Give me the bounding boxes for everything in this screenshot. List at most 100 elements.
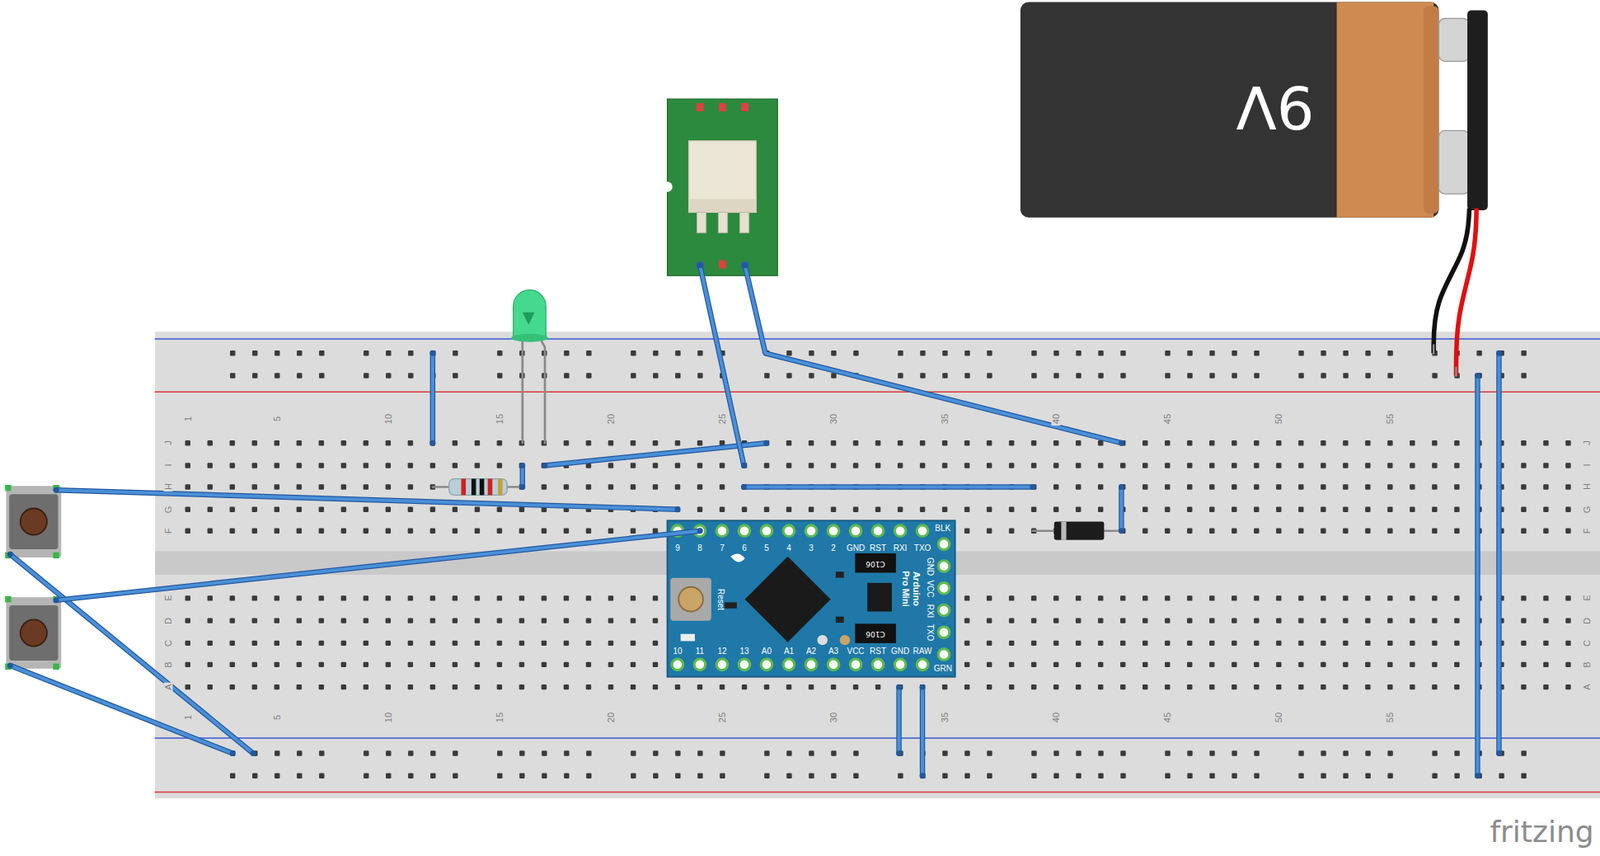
breadboard-hole (1543, 462, 1549, 468)
column-number: 40 (1051, 411, 1061, 425)
breadboard-hole (474, 527, 480, 533)
rail-hole (385, 372, 391, 378)
breadboard-hole (1565, 617, 1571, 623)
breadboard-hole (630, 640, 636, 646)
breadboard-hole (319, 462, 324, 468)
relay-pad (718, 103, 727, 112)
rail-hole (897, 773, 903, 779)
breadboard-hole (274, 527, 280, 533)
rail-hole (1387, 350, 1393, 356)
breadboard-hole (1454, 661, 1460, 667)
breadboard-hole (229, 684, 235, 690)
breadboard-hole (363, 462, 369, 468)
rail-hole (830, 750, 836, 756)
rail-hole (452, 372, 458, 378)
breadboard-hole (1164, 595, 1170, 601)
breadboard-hole (1253, 640, 1259, 646)
column-number: 50 (1274, 411, 1284, 425)
rail-hole (1520, 372, 1526, 378)
rail-hole (1298, 350, 1304, 356)
breadboard-hole (385, 440, 391, 446)
breadboard-hole (363, 640, 369, 646)
rail-line (154, 791, 1600, 793)
pin-name: TXO (914, 544, 932, 553)
breadboard-hole (252, 527, 258, 533)
rail-hole (1387, 372, 1393, 378)
rail-line (154, 391, 1600, 393)
breadboard-hole (1409, 640, 1415, 646)
wire-end (542, 462, 549, 469)
breadboard-hole (1543, 640, 1549, 646)
column-number: 10 (383, 411, 393, 425)
breadboard-hole (497, 640, 503, 646)
breadboard-hole (1209, 462, 1215, 468)
rail-hole (1075, 750, 1081, 756)
wire-end (519, 462, 526, 469)
rail-hole (1031, 350, 1037, 356)
breadboard-hole (1320, 527, 1326, 533)
relay-pin (717, 211, 728, 233)
breadboard-hole (207, 661, 213, 667)
breadboard-hole (1031, 640, 1037, 646)
breadboard-hole (964, 440, 970, 446)
breadboard-hole (719, 462, 725, 468)
breadboard-hole (296, 617, 302, 623)
rail-hole (363, 773, 369, 779)
breadboard-hole (252, 595, 258, 601)
wire-end (1118, 527, 1125, 534)
rail-hole (252, 350, 258, 356)
rail-hole (1365, 773, 1371, 779)
breadboard-hole (1520, 506, 1526, 512)
breadboard-hole (474, 595, 480, 601)
breadboard-hole (1387, 462, 1393, 468)
button-leg (4, 484, 11, 491)
resistor-band (471, 478, 477, 496)
rail-hole (764, 773, 770, 779)
breadboard-hole (363, 527, 369, 533)
wire-end (429, 350, 436, 357)
breadboard-hole (1231, 684, 1237, 690)
breadboard-hole (229, 483, 235, 489)
relay-pad (696, 103, 704, 112)
smd-part (835, 571, 845, 578)
breadboard-hole (875, 440, 881, 446)
breadboard-hole (1253, 595, 1259, 601)
breadboard-hole (1320, 640, 1326, 646)
breadboard-hole (986, 462, 992, 468)
breadboard-hole (185, 640, 191, 646)
breadboard-hole (1097, 661, 1103, 667)
wire-end (1496, 350, 1502, 357)
breadboard-hole (675, 440, 681, 446)
relay-pad (741, 103, 749, 112)
resistor-band (461, 478, 467, 496)
rail-hole (1120, 372, 1126, 378)
row-letter: I (164, 462, 174, 469)
wire-end (429, 440, 436, 446)
breadboard-hole (1031, 617, 1037, 623)
breadboard-hole (385, 661, 391, 667)
breadboard-hole (608, 462, 614, 468)
breadboard-hole (1142, 684, 1148, 690)
rail-hole (853, 773, 859, 779)
rail-hole (319, 350, 324, 356)
breadboard-hole (229, 617, 235, 623)
breadboard-hole (986, 506, 992, 512)
rail-hole (274, 773, 280, 779)
column-number: 1 (182, 713, 193, 722)
breadboard-hole (1365, 506, 1371, 512)
rail-hole (296, 350, 302, 356)
watermark: fritzing (1489, 816, 1594, 847)
breadboard-hole (363, 617, 369, 623)
breadboard-hole (964, 661, 970, 667)
breadboard-hole (408, 595, 413, 601)
breadboard-hole (319, 595, 324, 601)
breadboard-hole (1120, 595, 1126, 601)
breadboard-hole (1565, 483, 1571, 489)
breadboard-hole (229, 661, 235, 667)
relay-pin (739, 211, 749, 233)
rail-hole (1053, 750, 1059, 756)
breadboard-hole (274, 595, 280, 601)
breadboard-hole (296, 483, 302, 489)
rail-hole (1097, 372, 1103, 378)
breadboard-hole (296, 462, 302, 468)
